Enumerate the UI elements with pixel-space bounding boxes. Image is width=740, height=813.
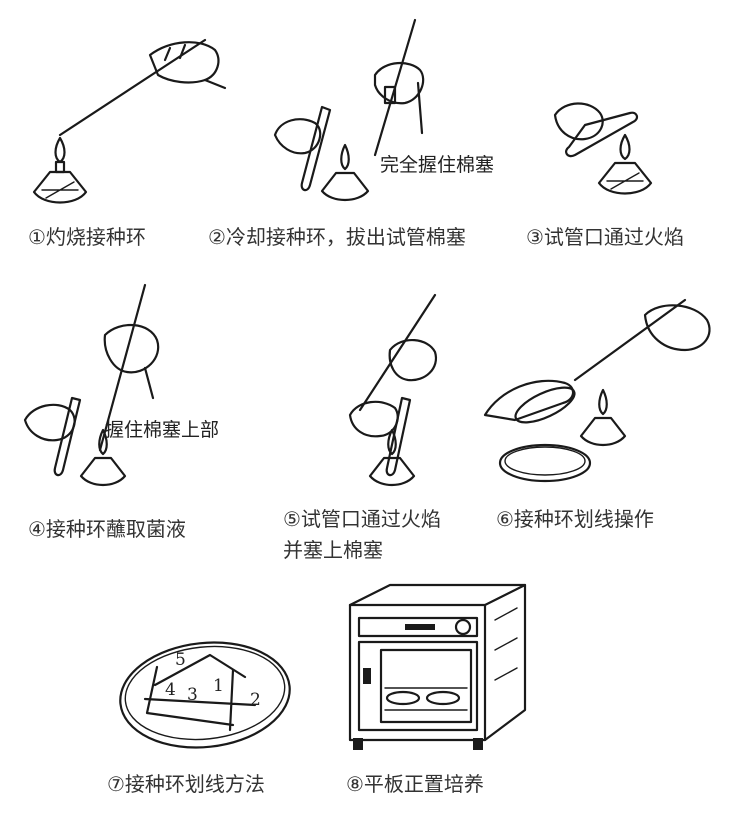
step2-note: 完全握住棉塞: [380, 150, 494, 177]
step3-illustration: [545, 95, 675, 205]
streak-lines: [145, 655, 255, 730]
alcohol-lamp-icon: [370, 430, 414, 485]
hand-holding-test-tube-icon: [275, 107, 330, 190]
step4-note: 握住棉塞上部: [105, 415, 219, 442]
region-label-2: 2: [250, 690, 261, 710]
inoculation-loop: [60, 40, 205, 135]
step2-caption: ②冷却接种环，拔出试管棉塞: [208, 223, 466, 251]
region-label-1: 1: [213, 676, 224, 696]
step5-caption-line2: 并塞上棉塞: [283, 536, 383, 564]
step8-caption: ⑧平板正置培养: [346, 770, 484, 798]
hand-holding-test-tube-icon: [25, 398, 80, 475]
step1-caption: ①灼烧接种环: [28, 223, 146, 251]
alcohol-lamp-icon: [599, 135, 651, 194]
petri-dish-icon: [115, 634, 295, 755]
inoculation-loop: [360, 295, 435, 410]
inoculation-loop: [575, 300, 685, 380]
region-label-3: 3: [187, 685, 198, 705]
hand-holding-test-tube-icon: [555, 103, 637, 156]
incubator-icon: [350, 585, 525, 750]
hand-holding-plate-lid-icon: [485, 381, 579, 430]
alcohol-lamp-icon: [581, 390, 625, 445]
step7-caption: ⑦接种环划线方法: [107, 770, 265, 798]
step4-caption: ④接种环蘸取菌液: [28, 515, 186, 543]
step4-illustration: [25, 280, 245, 490]
hand-holding-plug-icon: [390, 340, 436, 380]
step5-caption-line1: ⑤试管口通过火焰: [283, 505, 441, 533]
alcohol-lamp-icon: [34, 138, 86, 203]
hand-holding-loop-icon: [645, 305, 710, 350]
region-label-4: 4: [165, 680, 176, 700]
step7-illustration: 5 4 3 1 2: [115, 635, 295, 755]
step8-illustration: [345, 580, 530, 755]
step6-illustration: [485, 295, 725, 495]
region-label-5: 5: [175, 650, 186, 670]
step3-caption: ③试管口通过火焰: [526, 223, 684, 251]
step5-illustration: [340, 290, 470, 490]
alcohol-lamp-icon: [322, 145, 368, 200]
hand-holding-loop-icon: [150, 42, 225, 88]
step6-caption: ⑥接种环划线操作: [496, 505, 654, 533]
step1-illustration: [30, 30, 230, 210]
